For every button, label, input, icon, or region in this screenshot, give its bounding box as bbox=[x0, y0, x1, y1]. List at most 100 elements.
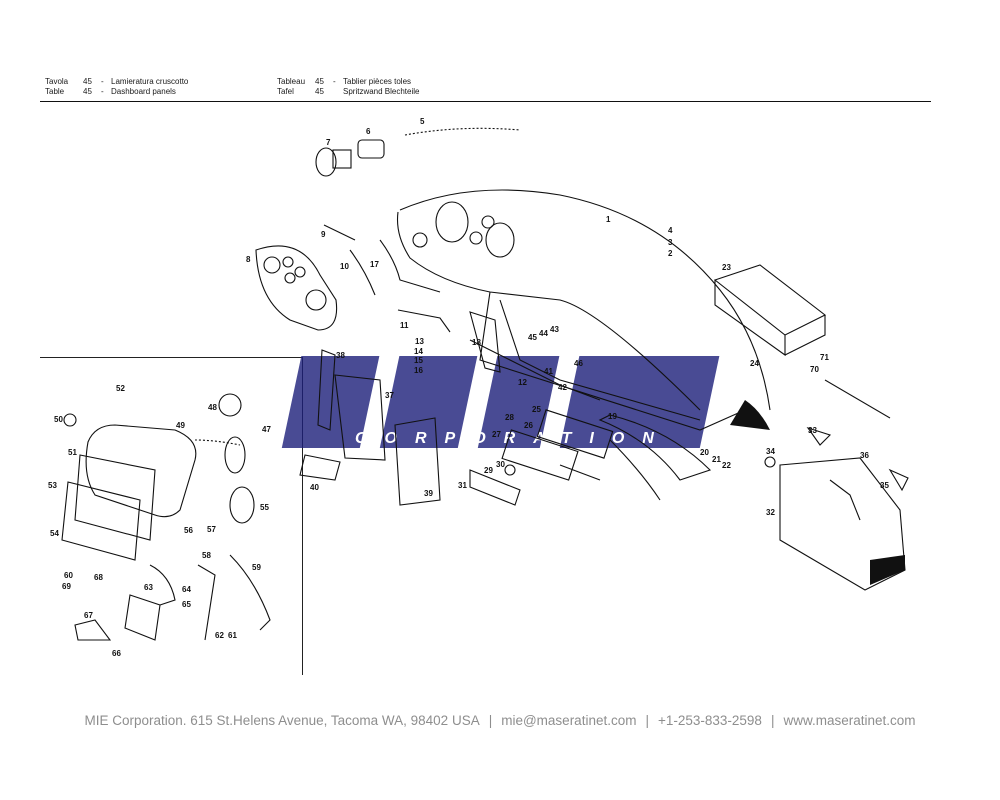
header-table-number: 45 bbox=[83, 87, 92, 96]
vent-55 bbox=[229, 486, 255, 524]
inset-instrument-housing bbox=[61, 393, 271, 641]
callout-11: 11 bbox=[400, 321, 409, 330]
bracket-33 bbox=[806, 426, 832, 446]
callout-1: 1 bbox=[606, 215, 611, 224]
watermark-stroke bbox=[281, 356, 380, 448]
callout-65: 65 bbox=[182, 600, 191, 609]
callout-labels: 1 2 3 4 5 6 7 8 9 10 11 12 13 14 15 16 1… bbox=[48, 117, 889, 658]
footer-email[interactable]: mie@maseratinet.com bbox=[501, 713, 637, 728]
gauge-hole bbox=[294, 266, 306, 278]
footer-website-link[interactable]: www.maseratinet.com bbox=[783, 713, 916, 728]
header-title: Dashboard panels bbox=[111, 87, 176, 96]
gauge-opening bbox=[412, 232, 428, 248]
gauge-hole bbox=[263, 256, 281, 274]
callout-44: 44 bbox=[539, 329, 548, 338]
dashboard-end-bracket bbox=[730, 400, 770, 430]
cap-50 bbox=[63, 413, 77, 427]
callout-45: 45 bbox=[528, 333, 537, 342]
callout-14: 14 bbox=[414, 347, 423, 356]
callout-5: 5 bbox=[420, 117, 425, 126]
header-dash: - bbox=[333, 77, 336, 86]
inset-border-right bbox=[302, 357, 303, 675]
panel-foot bbox=[870, 555, 905, 585]
callout-22: 22 bbox=[722, 461, 731, 470]
callout-6: 6 bbox=[366, 127, 371, 136]
header-label: Tableau bbox=[277, 77, 306, 86]
hose-corrugated bbox=[404, 127, 521, 136]
glovebox-23 bbox=[713, 264, 827, 357]
strip-17 bbox=[379, 239, 441, 293]
knob-7 bbox=[315, 147, 352, 177]
footer-separator: | bbox=[488, 713, 493, 728]
panel-notch bbox=[829, 479, 861, 521]
callout-50: 50 bbox=[54, 415, 63, 424]
callout-7: 7 bbox=[326, 138, 331, 147]
callout-51: 51 bbox=[68, 448, 77, 457]
glovebox-side bbox=[784, 315, 826, 356]
header-title: Tablier pièces toles bbox=[343, 77, 412, 86]
callout-36: 36 bbox=[860, 451, 869, 460]
callout-18: 18 bbox=[472, 338, 481, 347]
callout-24: 24 bbox=[750, 359, 759, 368]
panel-39 bbox=[394, 417, 441, 506]
bracket-18 bbox=[469, 311, 501, 373]
header-left: Tavola 45 - Lamieratura cruscotto Table … bbox=[45, 77, 188, 97]
gauge-opening bbox=[481, 215, 495, 229]
callout-13: 13 bbox=[415, 337, 424, 346]
strip-11 bbox=[397, 309, 451, 333]
cable-59 bbox=[229, 554, 271, 631]
collar-body bbox=[357, 139, 385, 159]
callout-52: 52 bbox=[116, 384, 125, 393]
glovebox-top bbox=[713, 264, 827, 336]
header-label: Table bbox=[45, 87, 65, 96]
callout-57: 57 bbox=[207, 525, 216, 534]
gauge-hole bbox=[282, 256, 294, 268]
gauge-opening bbox=[469, 231, 483, 245]
callout-59: 59 bbox=[252, 563, 261, 572]
instrument-panel-8 bbox=[255, 245, 338, 331]
callout-8: 8 bbox=[246, 255, 251, 264]
panel-outline bbox=[255, 245, 338, 331]
callout-43: 43 bbox=[550, 325, 559, 334]
callout-58: 58 bbox=[202, 551, 211, 560]
callout-70: 70 bbox=[810, 365, 819, 374]
panel-51 bbox=[74, 454, 156, 541]
callout-29: 29 bbox=[484, 466, 493, 475]
bracket-35 bbox=[888, 468, 909, 492]
header-row-french: Tableau 45 - Tablier pièces toles bbox=[277, 77, 419, 87]
knob-stem bbox=[332, 149, 352, 169]
gauge-hole bbox=[284, 272, 296, 284]
callout-19: 19 bbox=[608, 412, 617, 421]
callout-12: 12 bbox=[518, 378, 527, 387]
housing-49 bbox=[85, 424, 197, 518]
footer-contact: MIE Corporation. 615 St.Helens Avenue, T… bbox=[0, 713, 1000, 728]
callout-41: 41 bbox=[544, 367, 553, 376]
footer-separator: | bbox=[645, 713, 649, 728]
watermark-text: CORPORATION bbox=[355, 430, 672, 447]
header-title: Spritzwand Blechteile bbox=[343, 87, 420, 96]
callout-47: 47 bbox=[262, 425, 271, 434]
callout-20: 20 bbox=[700, 448, 709, 457]
callout-42: 42 bbox=[558, 383, 567, 392]
callout-66: 66 bbox=[112, 649, 121, 658]
rod-22 bbox=[559, 464, 601, 481]
rod-70 bbox=[824, 379, 891, 419]
callout-16: 16 bbox=[414, 366, 423, 375]
dashboard-lower-edge bbox=[396, 211, 701, 411]
panel-37 bbox=[334, 374, 386, 461]
callout-68: 68 bbox=[94, 573, 103, 582]
callout-32: 32 bbox=[766, 508, 775, 517]
glovebox-front bbox=[714, 280, 786, 357]
strip-19b bbox=[609, 439, 661, 501]
dashboard-top-edge bbox=[399, 189, 771, 411]
plug-34 bbox=[764, 456, 776, 468]
bracket-63 bbox=[149, 564, 176, 606]
header-rule bbox=[40, 101, 931, 102]
bracket-63b bbox=[124, 594, 161, 641]
duct-47 bbox=[194, 439, 241, 446]
clamp-48 bbox=[218, 393, 242, 417]
grille-40 bbox=[299, 454, 341, 481]
callout-35: 35 bbox=[880, 481, 889, 490]
bracket-67 bbox=[74, 619, 112, 641]
header-label: Tafel bbox=[277, 87, 294, 96]
